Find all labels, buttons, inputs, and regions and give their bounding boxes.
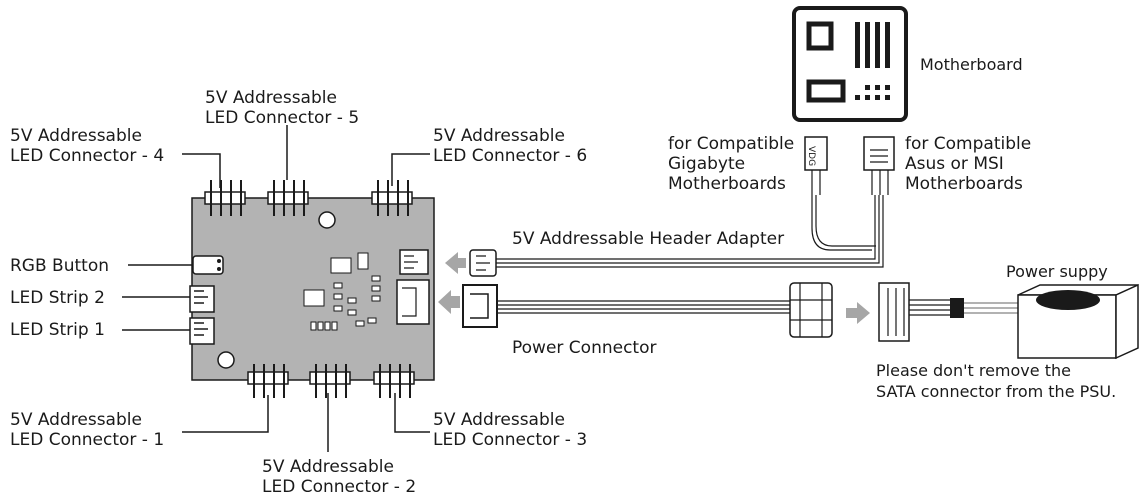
label-c1-line1: 5V Addressable <box>10 410 142 430</box>
label-c5-line1: 5V Addressable <box>205 88 337 108</box>
label-asus-line3: Motherboards <box>905 174 1023 194</box>
leader-line-c6 <box>391 153 430 186</box>
label-motherboard: Motherboard <box>920 55 1023 74</box>
direction-arrows <box>438 252 870 324</box>
arrow-power-icon <box>438 290 460 314</box>
header-adapter-cable <box>469 136 895 277</box>
label-led-connector-3: 5V Addressable LED Connector - 3 <box>433 410 587 450</box>
label-vdg-plug: VDG <box>806 146 816 167</box>
label-led-connector-4: 5V Addressable LED Connector - 4 <box>10 126 164 166</box>
pin-header-c2 <box>309 364 351 398</box>
pin-header-c4 <box>204 180 246 216</box>
label-power-supply: Power suppy <box>1006 262 1108 281</box>
label-led-connector-5: 5V Addressable LED Connector - 5 <box>205 88 359 128</box>
label-rgb-button: RGB Button <box>10 256 109 276</box>
label-gigabyte-line3: Motherboards <box>668 174 786 194</box>
label-psu-note: Please don't remove the SATA connector f… <box>876 360 1116 402</box>
label-gigabyte: for Compatible Gigabyte Motherboards <box>668 134 794 194</box>
leader-line-c4 <box>182 153 221 188</box>
label-led-connector-2: 5V Addressable LED Connector - 2 <box>262 457 416 497</box>
controller-board <box>189 197 435 381</box>
label-c2-line1: 5V Addressable <box>262 457 394 477</box>
label-led-strip-2: LED Strip 2 <box>10 288 105 308</box>
label-asus-line1: for Compatible <box>905 134 1032 154</box>
pin-header-c5 <box>267 180 309 216</box>
label-c5-line2: LED Connector - 5 <box>205 108 360 128</box>
label-c1-line2: LED Connector - 1 <box>10 430 165 450</box>
label-c4-line1: 5V Addressable <box>10 126 142 146</box>
pin-header-c3 <box>373 364 415 398</box>
label-led-strip-1: LED Strip 1 <box>10 320 105 340</box>
label-c4-line2: LED Connector - 4 <box>10 146 165 166</box>
label-c6-line1: 5V Addressable <box>433 126 565 146</box>
pin-headers <box>204 180 415 398</box>
power-cable <box>462 282 1020 342</box>
label-psu-note-line1: Please don't remove the <box>876 361 1071 380</box>
arrow-psu-icon <box>846 302 870 324</box>
leader-line-c3 <box>394 393 430 433</box>
label-gigabyte-line1: for Compatible <box>668 134 795 154</box>
power-supply-box <box>1017 283 1139 360</box>
pin-header-c6 <box>371 180 413 216</box>
label-c2-line2: LED Connector - 2 <box>262 477 417 497</box>
label-led-connector-1: 5V Addressable LED Connector - 1 <box>10 410 164 450</box>
label-c6-line2: LED Connector - 6 <box>433 146 588 166</box>
arrow-header-icon <box>445 252 466 274</box>
leader-line-c1 <box>182 395 269 433</box>
label-c3-line2: LED Connector - 3 <box>433 430 588 450</box>
motherboard-icon <box>792 6 908 122</box>
label-gigabyte-line2: Gigabyte <box>668 154 746 174</box>
label-c3-line1: 5V Addressable <box>433 410 565 430</box>
label-power-connector: Power Connector <box>512 338 657 358</box>
leader-lines <box>122 125 430 452</box>
label-led-connector-6: 5V Addressable LED Connector - 6 <box>433 126 587 166</box>
label-psu-note-line2: SATA connector from the PSU. <box>876 382 1117 401</box>
pin-header-c1 <box>247 364 289 398</box>
label-asus-msi: for Compatible Asus or MSI Motherboards <box>905 134 1031 194</box>
label-asus-line2: Asus or MSI <box>905 154 1004 174</box>
label-header-adapter: 5V Addressable Header Adapter <box>512 229 785 249</box>
